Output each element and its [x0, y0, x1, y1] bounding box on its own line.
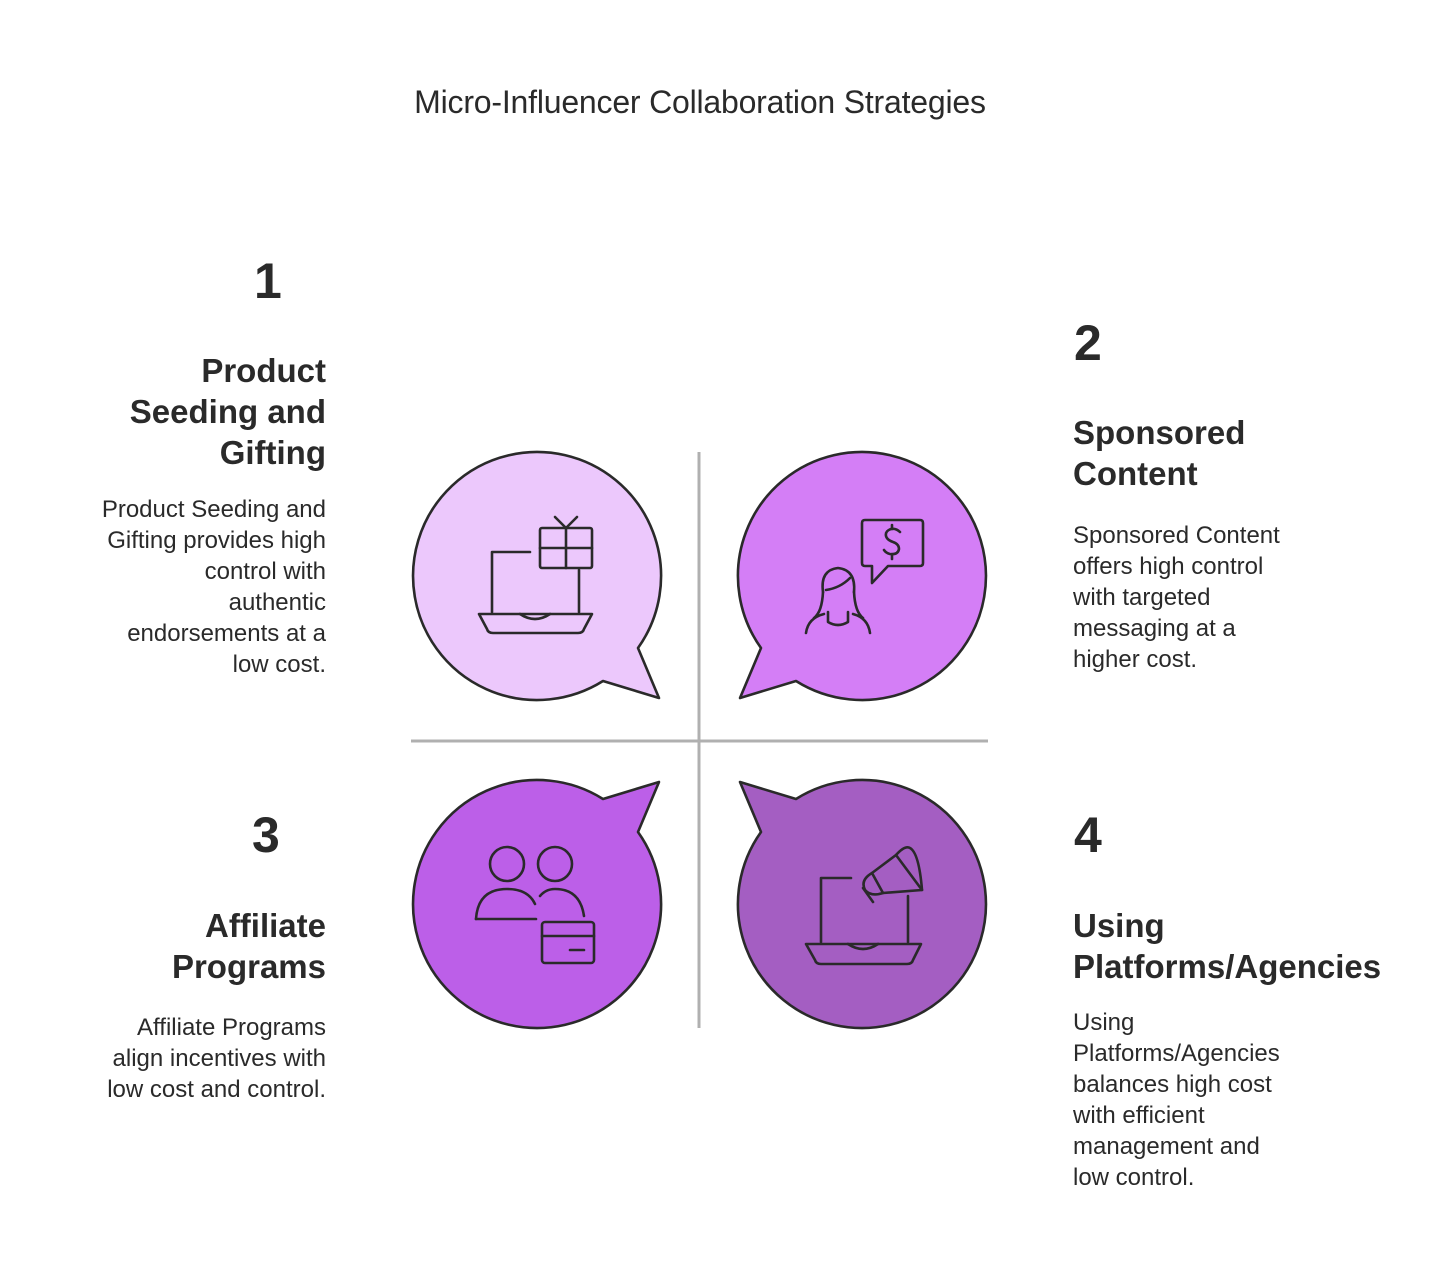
item-2-description-line: offers high control — [1073, 553, 1264, 580]
item-4-description-line: low control. — [1073, 1164, 1195, 1191]
item-4-description-line: Using — [1073, 1009, 1135, 1036]
diagram-title: Micro-Influencer Collaboration Strategie… — [414, 84, 986, 120]
item-1-description: Product Seeding and Gifting provides hig… — [60, 494, 326, 680]
item-4-description-line: balances high cost — [1073, 1071, 1272, 1098]
item-3-description-line: low cost and control. — [107, 1076, 326, 1103]
item-4-description-line: management and — [1073, 1133, 1260, 1160]
item-3-heading: Affiliate Programs — [60, 905, 326, 987]
item-1-description-line: Product Seeding and — [101, 496, 326, 523]
laptop-gift-icon — [477, 515, 594, 635]
item-4-heading: Using Platforms/Agencies — [1073, 905, 1413, 987]
item-1-description-line: control with — [204, 558, 326, 585]
item-1-description-line: endorsements at a — [127, 620, 326, 647]
item-1-description-line: Gifting provides high — [107, 527, 326, 554]
item-3-number: 3 — [252, 807, 280, 863]
item-2-number: 2 — [1074, 315, 1102, 371]
item-3-description: Affiliate Programs align incentives with… — [40, 1012, 326, 1105]
item-3-heading-line: Affiliate — [204, 907, 326, 944]
item-1-description-line: authentic — [228, 589, 326, 616]
item-2-description-line: with targeted — [1073, 584, 1211, 611]
item-4-heading-line: Using — [1073, 907, 1165, 944]
item-1-heading-line: Seeding and — [129, 393, 326, 430]
item-2-heading-line: Content — [1073, 455, 1198, 492]
laptop-megaphone-icon — [804, 846, 924, 966]
item-1-description-line: low cost. — [232, 651, 326, 678]
item-4-heading-line: Platforms/Agencies — [1073, 948, 1382, 985]
bubble-1 — [411, 450, 663, 702]
person-dollar-chat-icon — [804, 518, 925, 635]
item-3-heading-line: Programs — [171, 948, 326, 985]
item-4-number: 4 — [1074, 807, 1102, 863]
item-1-heading: Product Seeding and Gifting — [60, 350, 326, 473]
item-4-description-line: Platforms/Agencies — [1073, 1040, 1280, 1067]
item-2-description-line: Sponsored Content — [1073, 522, 1280, 549]
item-2-heading-line: Sponsored — [1073, 414, 1246, 451]
item-4-description: Using Platforms/Agencies balances high c… — [1073, 1007, 1373, 1193]
item-2-description: Sponsored Content offers high control wi… — [1073, 520, 1373, 675]
bubble-2 — [736, 450, 988, 702]
bubble-4 — [736, 778, 988, 1030]
bubble-3 — [411, 778, 663, 1030]
people-card-icon — [474, 845, 596, 965]
item-2-description-line: higher cost. — [1073, 646, 1198, 673]
item-1-heading-line: Product — [201, 352, 326, 389]
item-3-description-line: Affiliate Programs — [137, 1014, 326, 1041]
item-2-heading: Sponsored Content — [1073, 412, 1403, 494]
item-3-description-line: align incentives with — [112, 1045, 326, 1072]
item-1-number: 1 — [254, 253, 282, 309]
item-1-heading-line: Gifting — [219, 434, 326, 471]
item-2-description-line: messaging at a — [1073, 615, 1236, 642]
item-4-description-line: with efficient — [1073, 1102, 1205, 1129]
